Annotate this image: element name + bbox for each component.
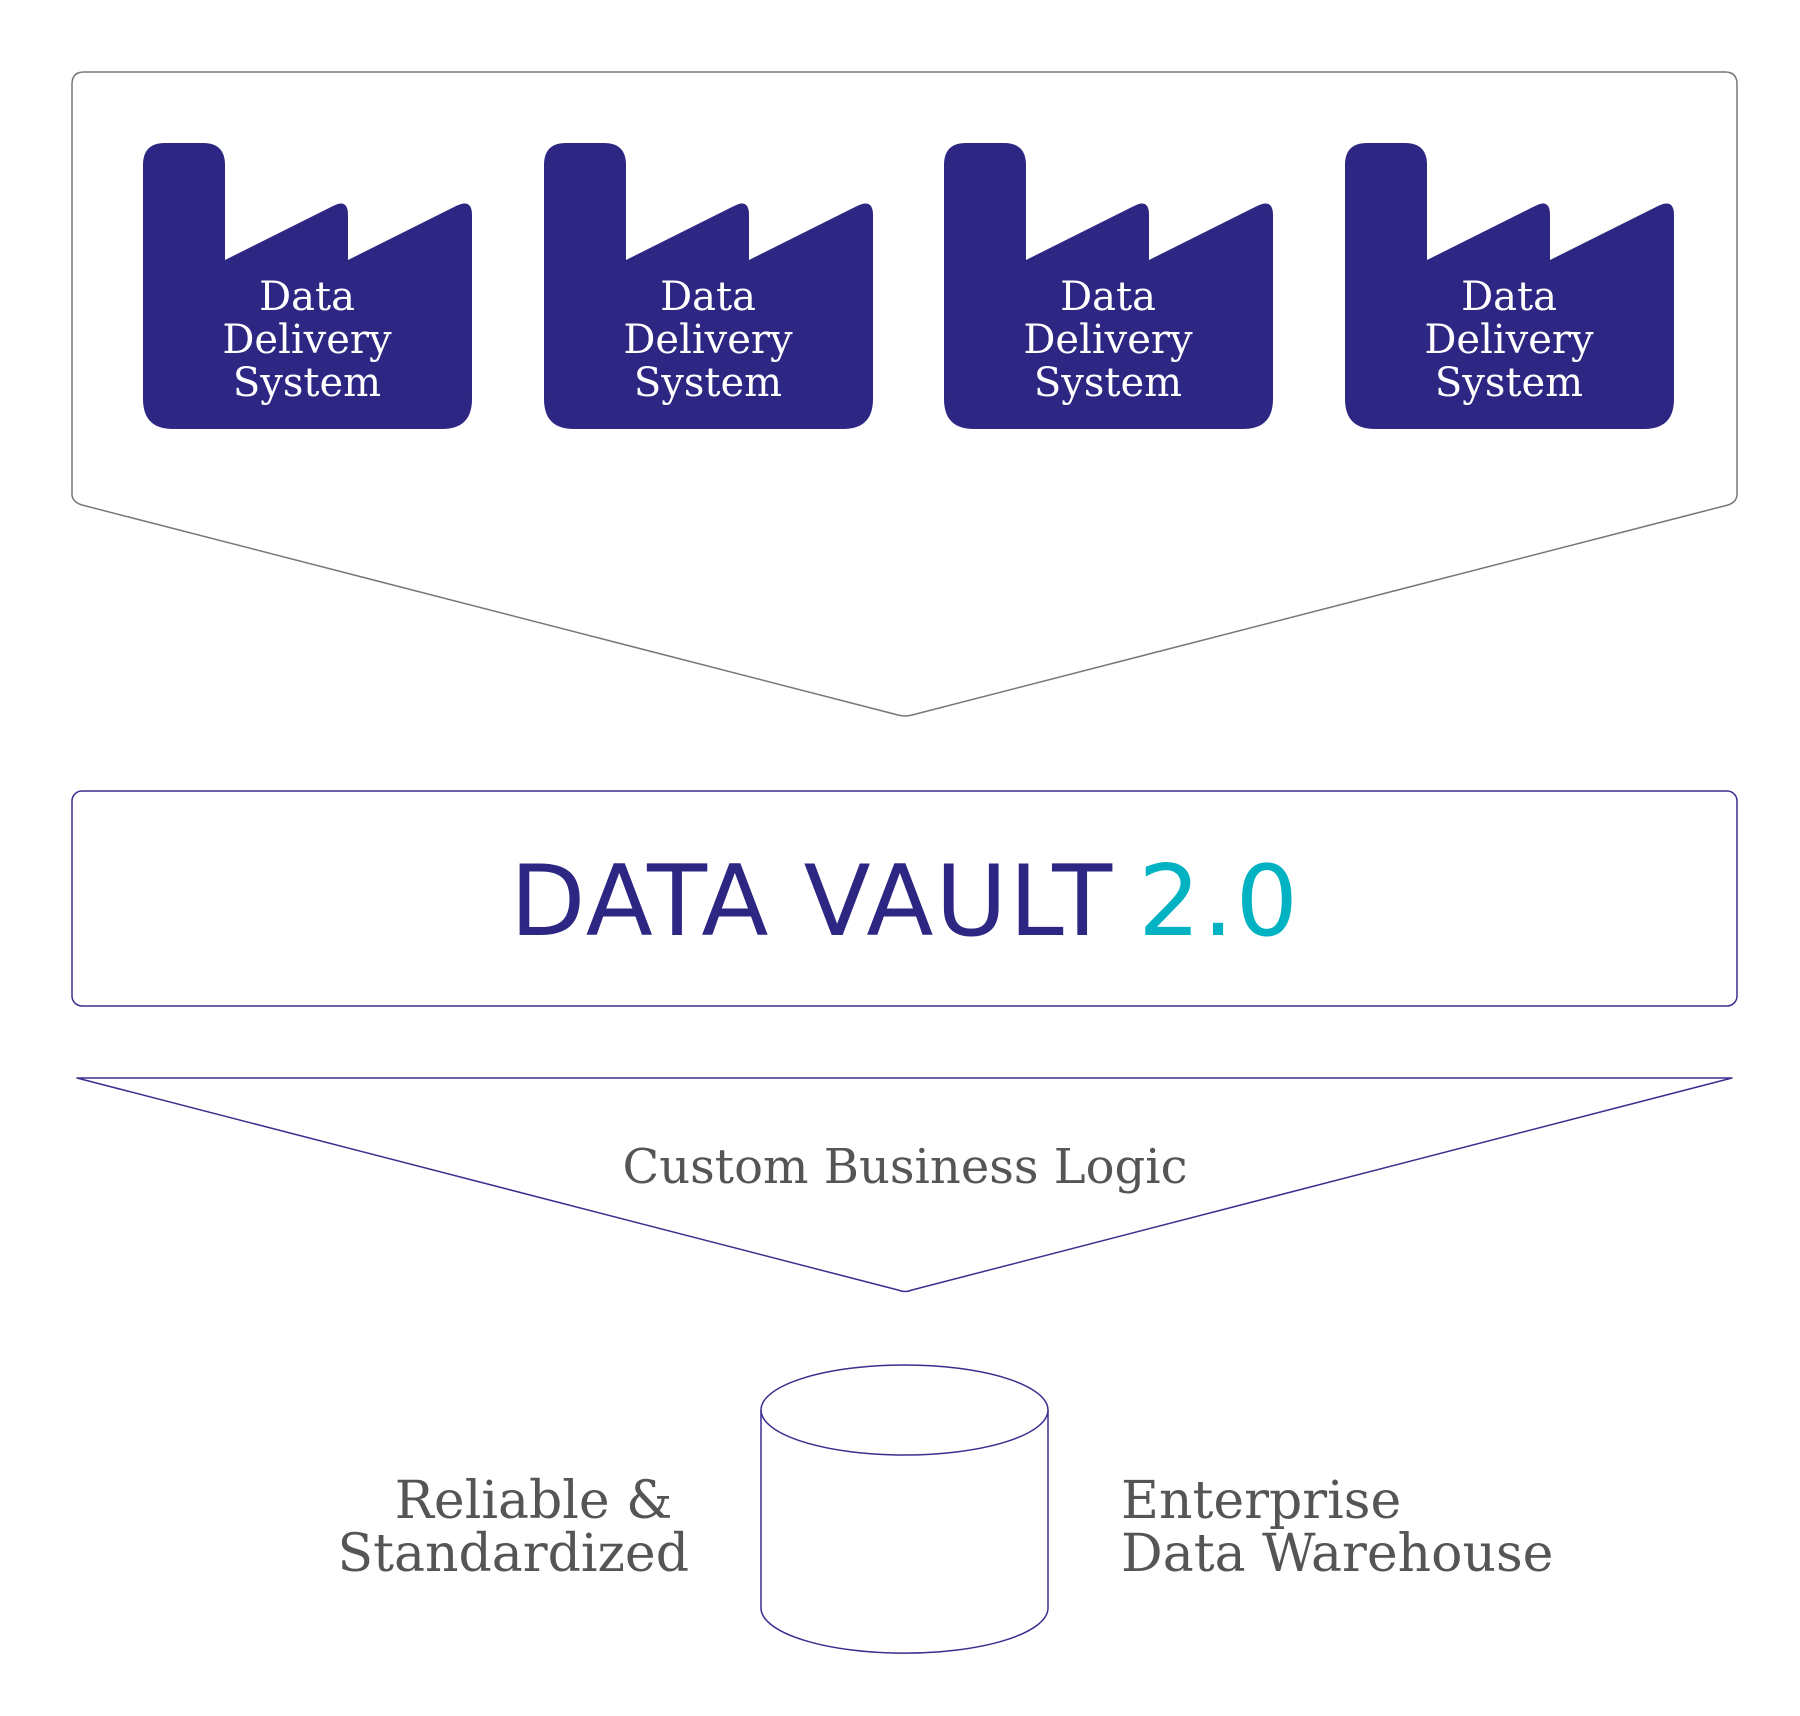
database-icon bbox=[760, 1364, 1049, 1654]
factory-label-line-3: System bbox=[1034, 360, 1182, 406]
factory-label-line-3: System bbox=[1435, 360, 1583, 406]
factory-label-line-1: Data bbox=[1461, 274, 1557, 320]
quality-label-line-2: Standardized bbox=[337, 1524, 689, 1584]
factory-label-line-2: Delivery bbox=[222, 317, 392, 363]
title-main: DATA VAULT bbox=[510, 845, 1114, 959]
factory-label-line-2: Delivery bbox=[1424, 317, 1594, 363]
cylinder-top bbox=[760, 1364, 1049, 1456]
warehouse-label-line-1: Enterprise bbox=[1121, 1471, 1401, 1531]
business-logic-label: Custom Business Logic bbox=[623, 1139, 1188, 1195]
cylinder-body bbox=[760, 1410, 1049, 1654]
factory-label-line-2: Delivery bbox=[623, 317, 793, 363]
factory-label-line-3: System bbox=[233, 360, 381, 406]
factory-label-line-2: Delivery bbox=[1023, 317, 1193, 363]
warehouse-label-line-2: Data Warehouse bbox=[1121, 1524, 1553, 1584]
factory-icon bbox=[1345, 143, 1674, 429]
business-logic-triangle bbox=[76, 1077, 1733, 1293]
quality-label: Reliable & Standardized bbox=[337, 1471, 689, 1584]
factory-label-line-3: System bbox=[634, 360, 782, 406]
data-vault-box bbox=[71, 790, 1738, 1007]
sources-chevron-container bbox=[71, 71, 1738, 717]
quality-label-line-1: Reliable & bbox=[395, 1471, 673, 1531]
factory-label-line-1: Data bbox=[259, 274, 355, 320]
factory-label-line-1: Data bbox=[1060, 274, 1156, 320]
factory-label-line-1: Data bbox=[660, 274, 756, 320]
factory-icon bbox=[944, 143, 1273, 429]
warehouse-label: Enterprise Data Warehouse bbox=[1121, 1471, 1553, 1584]
factory-icon bbox=[544, 143, 873, 429]
factory-icon bbox=[143, 143, 472, 429]
title-version: 2.0 bbox=[1138, 845, 1300, 959]
